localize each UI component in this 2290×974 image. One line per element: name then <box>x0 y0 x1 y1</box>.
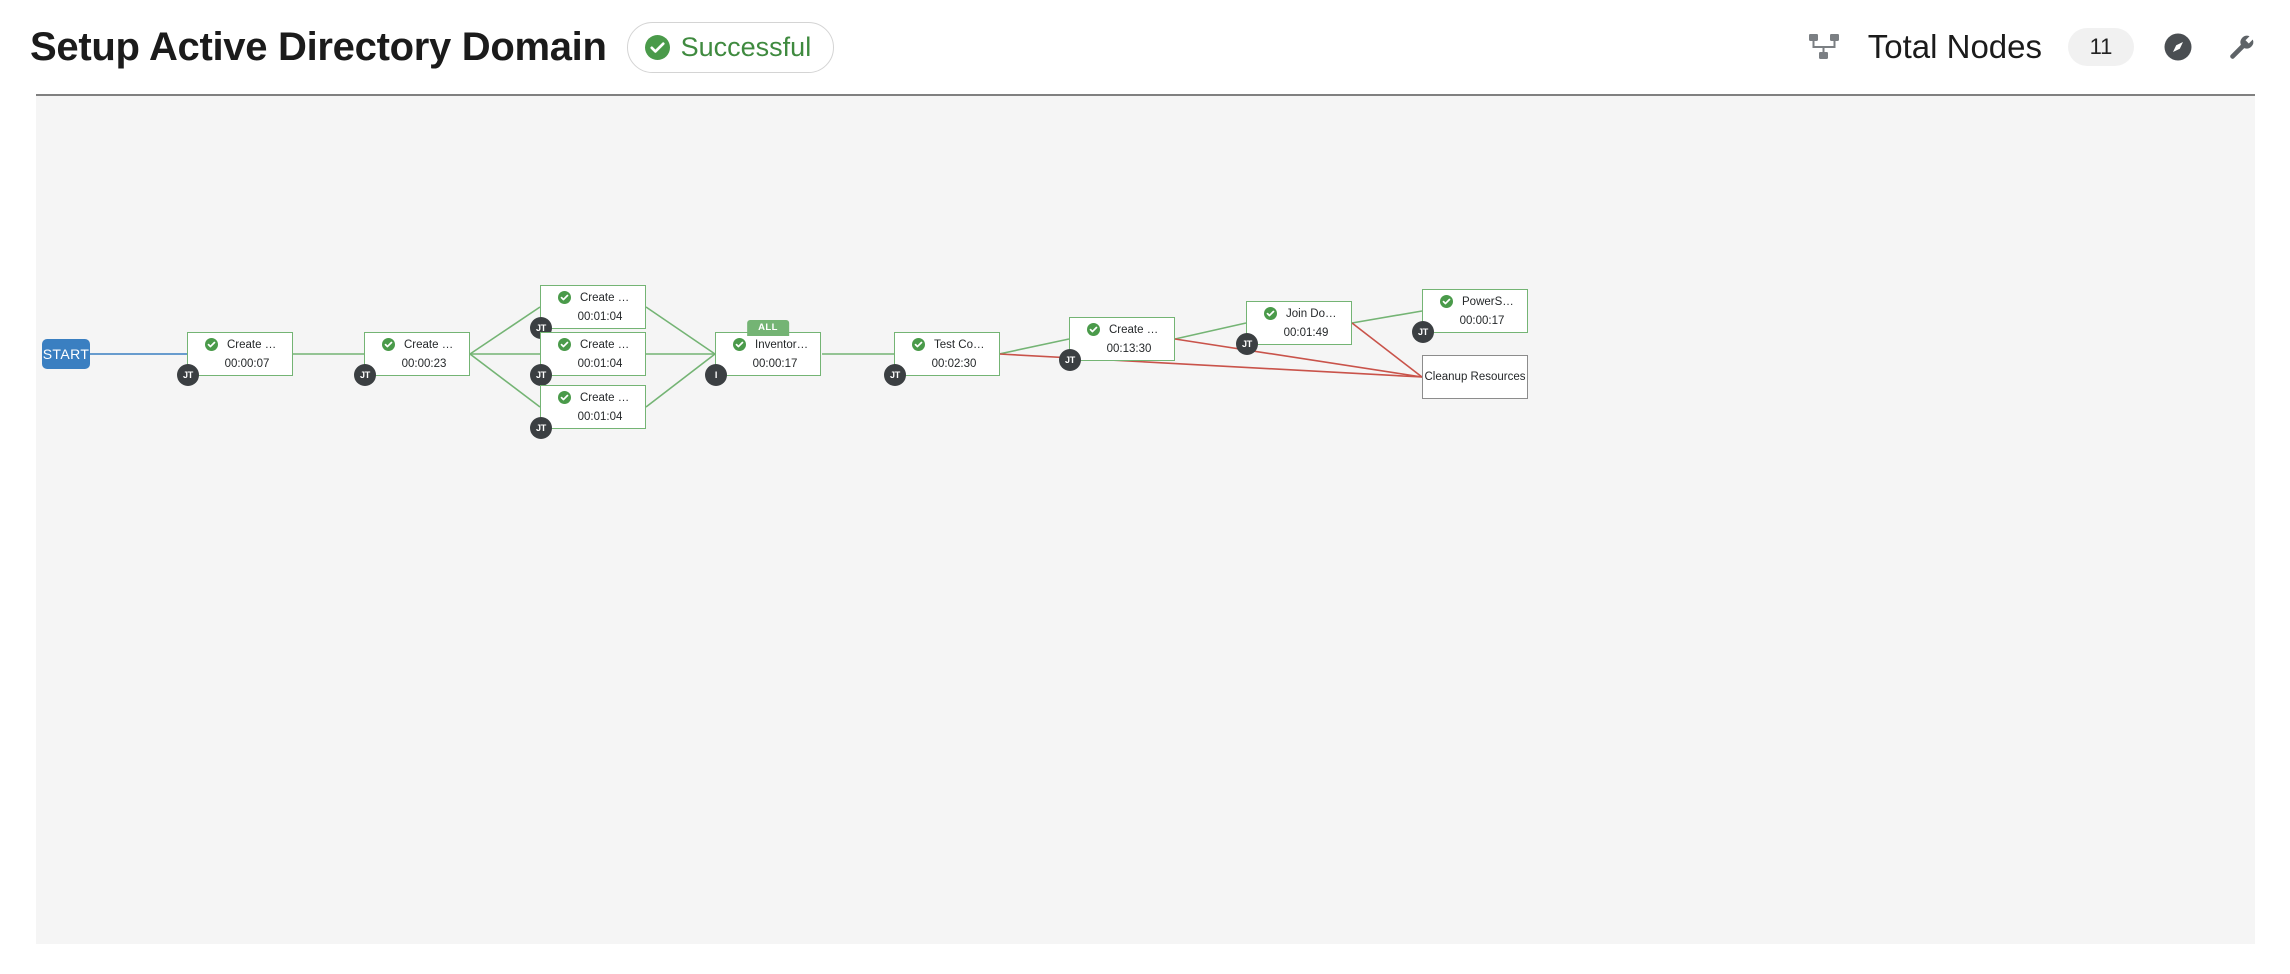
node-title: Create Domain <box>1109 323 1164 336</box>
header-left-group: Setup Active Directory Domain Successful <box>30 21 835 73</box>
node-title: Join Domain <box>1286 307 1341 320</box>
node-title: Cleanup Resources <box>1424 371 1526 383</box>
node-header: Create Computer (2) <box>551 391 635 404</box>
node-title: Create Keypair <box>227 338 282 351</box>
node-elapsed: 00:01:04 <box>577 311 623 323</box>
node-elapsed: 00:00:23 <box>401 358 447 370</box>
node-title: Create Computer (1) <box>580 338 635 351</box>
check-circle-icon <box>205 338 218 351</box>
check-circle-icon <box>1087 323 1100 336</box>
node-header: Join Domain <box>1257 307 1341 320</box>
workflow-node-create-computer-2[interactable]: Create Computer (2) 00:01:04 JT <box>530 385 646 439</box>
node-title: Test Connectivity <box>934 338 989 351</box>
wrench-icon[interactable] <box>2222 29 2258 65</box>
header-divider <box>36 94 2255 96</box>
workflow-node-create-vpc[interactable]: Create VPC 00:00:23 JT <box>354 332 470 386</box>
node-inventory-tab: ALL <box>747 320 789 336</box>
check-circle-icon <box>382 338 395 351</box>
header-right-group: Total Nodes 11 <box>1808 0 2258 94</box>
node-header: Create VPC <box>375 338 459 351</box>
compass-icon[interactable] <box>2160 29 2196 65</box>
node-credential-badge: JT <box>884 364 906 386</box>
node-credential-badge: JT <box>1236 333 1258 355</box>
node-credential-badge: JT <box>530 417 552 439</box>
node-inventory-badge: I <box>705 364 727 386</box>
node-header: Create Domain <box>1080 323 1164 336</box>
workflow-node-inventory-sync[interactable]: ALL Inventory Sync 00:00:17 I <box>705 320 821 386</box>
node-header: Create Computer (1) <box>551 338 635 351</box>
node-elapsed: 00:00:17 <box>1459 315 1505 327</box>
check-circle-icon <box>733 338 746 351</box>
workflow-node-create-keypair[interactable]: Create Keypair 00:00:07 JT <box>177 332 293 386</box>
node-title: Inventory Sync <box>755 338 810 351</box>
node-credential-badge: JT <box>530 364 552 386</box>
node-elapsed: 00:01:04 <box>577 358 623 370</box>
node-elapsed: 00:01:49 <box>1283 327 1329 339</box>
check-circle-icon <box>558 291 571 304</box>
workflow-node-cleanup-resources[interactable]: Cleanup Resources <box>1422 355 1528 399</box>
node-credential-badge: JT <box>354 364 376 386</box>
node-title: Create Computer (2) <box>580 391 635 404</box>
check-circle-icon <box>558 338 571 351</box>
node-credential-badge: JT <box>1059 349 1081 371</box>
check-circle-icon <box>1440 295 1453 308</box>
node-title: PowerShell Validation <box>1462 295 1517 308</box>
node-title: Create VPC <box>404 338 459 351</box>
start-node[interactable]: START <box>42 339 90 369</box>
node-elapsed: 00:00:17 <box>752 358 798 370</box>
check-circle-icon <box>644 34 670 60</box>
workflow-canvas[interactable]: START Create Keypair 00:00:07 JT Cr <box>36 96 2255 944</box>
check-circle-icon <box>558 391 571 404</box>
workflow-node-create-domain[interactable]: Create Domain 00:13:30 JT <box>1059 317 1175 371</box>
page-header: Setup Active Directory Domain Successful <box>0 0 2290 94</box>
workflow-node-powershell-validation[interactable]: PowerShell Validation 00:00:17 JT <box>1412 289 1528 343</box>
node-elapsed: 00:01:04 <box>577 411 623 423</box>
workflow-node-test-connectivity[interactable]: Test Connectivity 00:02:30 JT <box>884 332 1000 386</box>
node-credential-badge: JT <box>1412 321 1434 343</box>
check-circle-icon <box>912 338 925 351</box>
node-header: Inventory Sync <box>726 338 810 351</box>
workflow-edges <box>90 306 1423 408</box>
node-title: Create Domain Contr... <box>580 291 635 304</box>
node-credential-badge: JT <box>177 364 199 386</box>
node-header: Create Keypair <box>198 338 282 351</box>
node-elapsed: 00:00:07 <box>224 358 270 370</box>
node-elapsed: 00:13:30 <box>1106 343 1152 355</box>
node-header: Create Domain Contr... <box>551 291 635 304</box>
workflow-node-create-computer-1[interactable]: Create Computer (1) 00:01:04 JT <box>530 332 646 386</box>
status-badge: Successful <box>626 21 835 73</box>
page-title: Setup Active Directory Domain <box>30 24 607 69</box>
start-node-label: START <box>42 346 90 362</box>
hierarchy-icon <box>1808 32 1842 62</box>
check-circle-icon <box>1264 307 1277 320</box>
node-header: Test Connectivity <box>905 338 989 351</box>
workflow-node-create-domain-controller[interactable]: Create Domain Contr... 00:01:04 JT <box>530 285 646 339</box>
node-header: PowerShell Validation <box>1433 295 1517 308</box>
status-badge-label: Successful <box>680 31 812 62</box>
node-elapsed: 00:02:30 <box>931 358 977 370</box>
total-nodes-count: 11 <box>2068 28 2134 66</box>
total-nodes-label: Total Nodes <box>1867 28 2042 65</box>
workflow-node-join-domain[interactable]: Join Domain 00:01:49 JT <box>1236 301 1352 355</box>
